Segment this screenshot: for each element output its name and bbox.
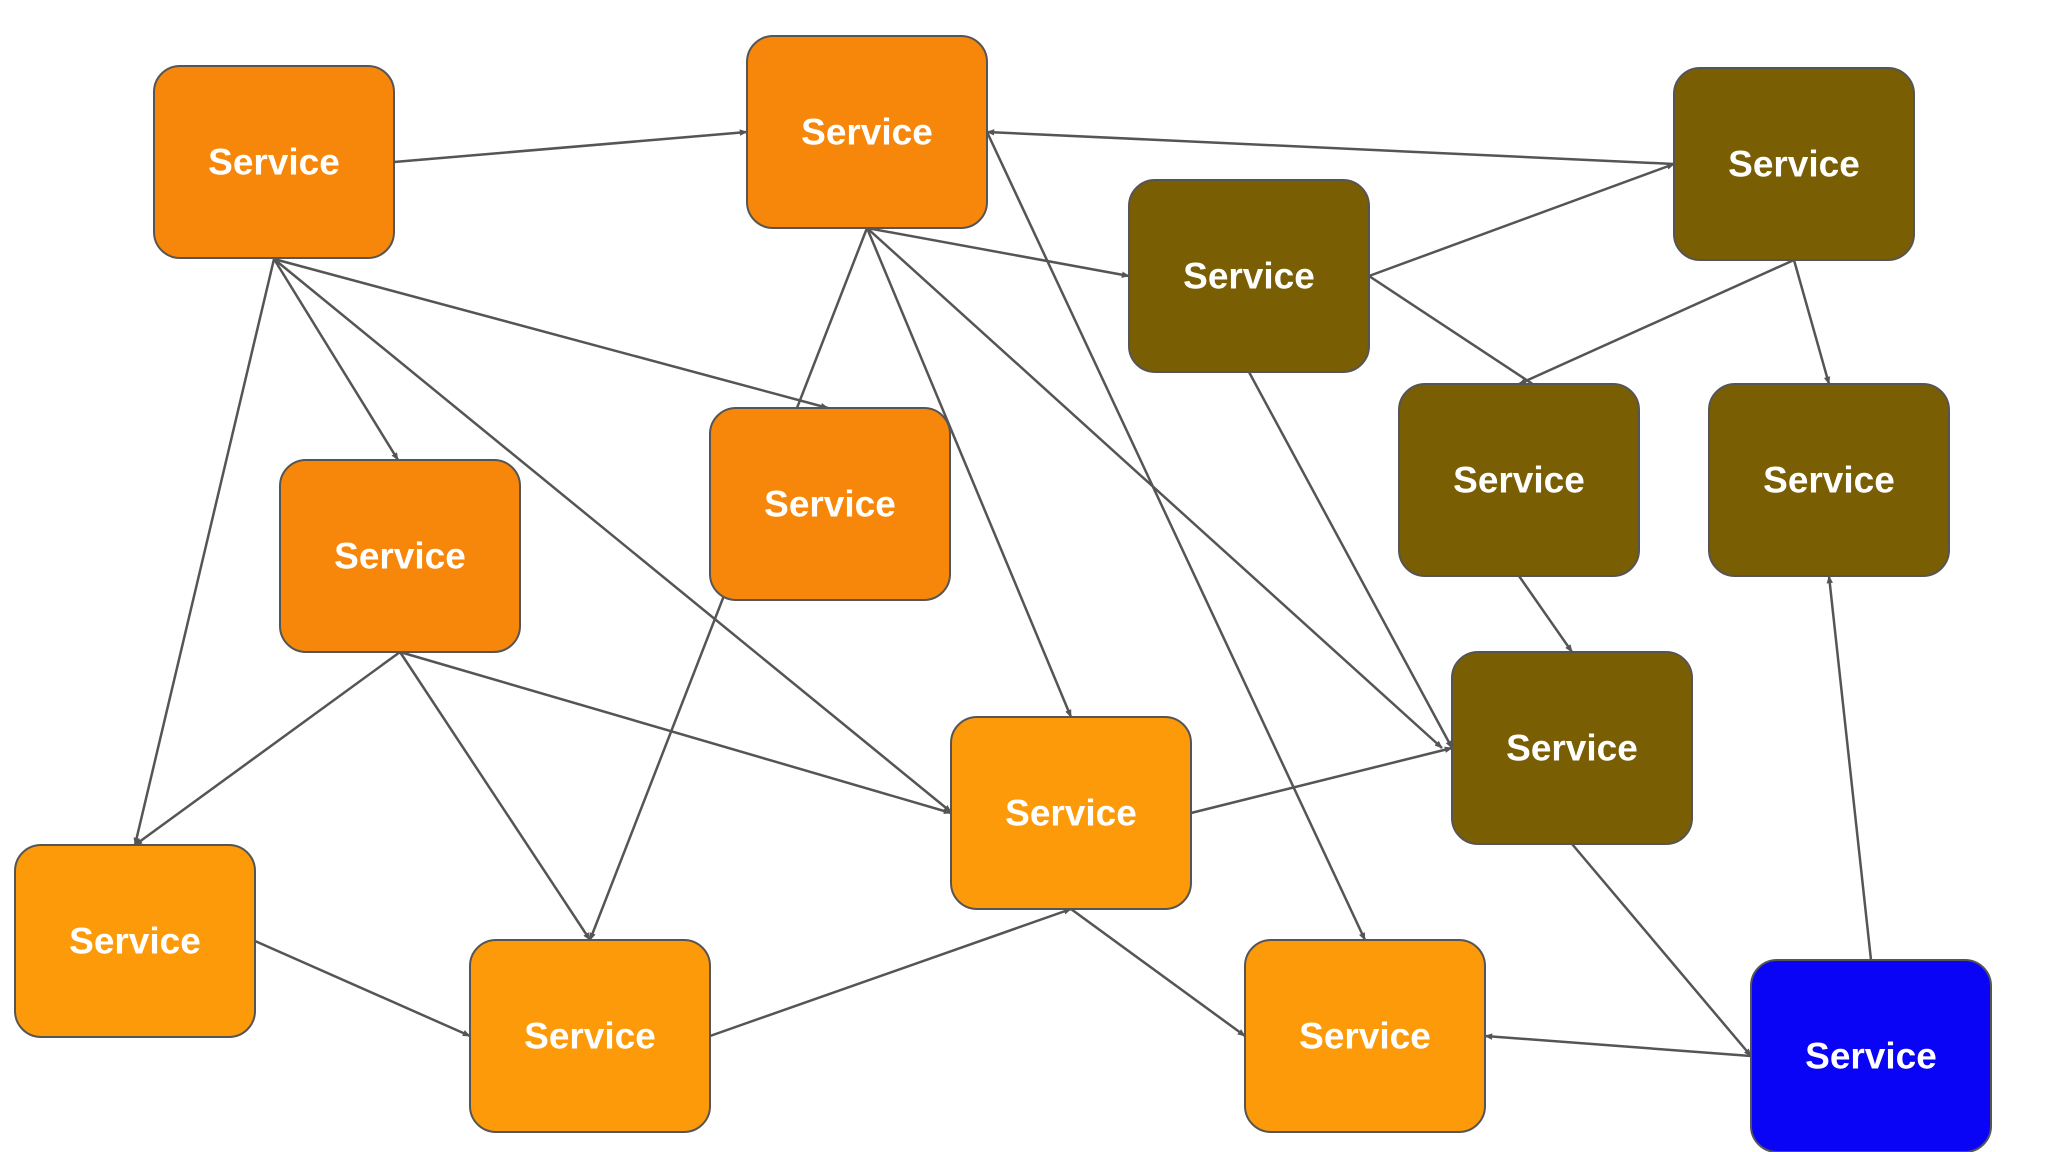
service-label: Service [524, 1016, 656, 1057]
service-box [1128, 179, 1370, 373]
service-box [950, 716, 1192, 910]
edge-n10-to-n12 [1792, 259, 1831, 385]
service-node-n7: Service [950, 716, 1192, 910]
service-node-n12: Service [1708, 383, 1950, 577]
service-node-n5: Service [14, 844, 256, 1038]
edge-n2-to-n7 [865, 227, 1073, 718]
edge-n1-to-n7 [273, 258, 952, 813]
edge-n7-to-n13 [1190, 746, 1453, 815]
service-node-n9: Service [1128, 179, 1370, 373]
service-label: Service [1805, 1036, 1937, 1077]
edge-n1-to-n2 [393, 129, 748, 164]
edge-n9-to-n10 [1368, 162, 1675, 278]
edge-n13-to-n14 [1571, 843, 1752, 1057]
edge-n14-to-n8 [1484, 1033, 1752, 1058]
edge-n1-to-n5 [133, 258, 276, 846]
service-label: Service [1299, 1016, 1431, 1057]
service-box [1451, 651, 1693, 845]
service-node-n13: Service [1451, 651, 1693, 845]
service-box [1244, 939, 1486, 1133]
edge-n3-to-n7 [399, 650, 952, 815]
nodes-layer: ServiceServiceServiceServiceServiceServi… [14, 35, 1992, 1152]
service-node-n6: Service [469, 939, 711, 1133]
service-label: Service [764, 484, 896, 525]
edge-n9-to-n13 [1247, 371, 1454, 749]
service-node-n4: Service [709, 407, 951, 601]
service-node-n3: Service [279, 459, 521, 653]
service-label: Service [1506, 728, 1638, 769]
edge-n1-to-n3 [272, 258, 400, 461]
service-box [469, 939, 711, 1133]
edge-n14-to-n12 [1826, 575, 1873, 961]
edge-n1-to-n4 [273, 257, 829, 410]
service-label: Service [1005, 793, 1137, 834]
service-node-n10: Service [1673, 67, 1915, 261]
edge-n5-to-n6 [254, 939, 471, 1038]
service-label: Service [1763, 460, 1895, 501]
edge-n7-to-n8 [1070, 907, 1246, 1038]
service-label: Service [208, 142, 340, 183]
service-label: Service [69, 921, 201, 962]
service-box [279, 459, 521, 653]
service-box [1750, 959, 1992, 1152]
edge-n6-to-n7 [709, 907, 1072, 1038]
service-node-n2: Service [746, 35, 988, 229]
service-label: Service [1183, 256, 1315, 297]
edge-n2-to-n9 [866, 226, 1130, 278]
service-node-n1: Service [153, 65, 395, 259]
service-label: Service [1728, 144, 1860, 185]
service-node-n8: Service [1244, 939, 1486, 1133]
service-box [1673, 67, 1915, 261]
service-box [14, 844, 256, 1038]
service-box [709, 407, 951, 601]
service-label: Service [801, 112, 933, 153]
service-box [1708, 383, 1950, 577]
edge-n10-to-n11 [1518, 258, 1795, 386]
edge-n3-to-n5 [134, 650, 401, 847]
edge-n3-to-n6 [398, 651, 592, 941]
edge-n2-to-n8 [985, 131, 1367, 941]
service-box [746, 35, 988, 229]
service-box [1398, 383, 1640, 577]
service-label: Service [334, 536, 466, 577]
service-label: Service [1453, 460, 1585, 501]
edge-n11-to-n13 [1517, 575, 1574, 653]
service-box [153, 65, 395, 259]
edges-layer [133, 129, 1873, 1058]
service-node-n14: Service [1750, 959, 1992, 1152]
edge-n10-to-n2 [986, 129, 1675, 166]
service-node-n11: Service [1398, 383, 1640, 577]
